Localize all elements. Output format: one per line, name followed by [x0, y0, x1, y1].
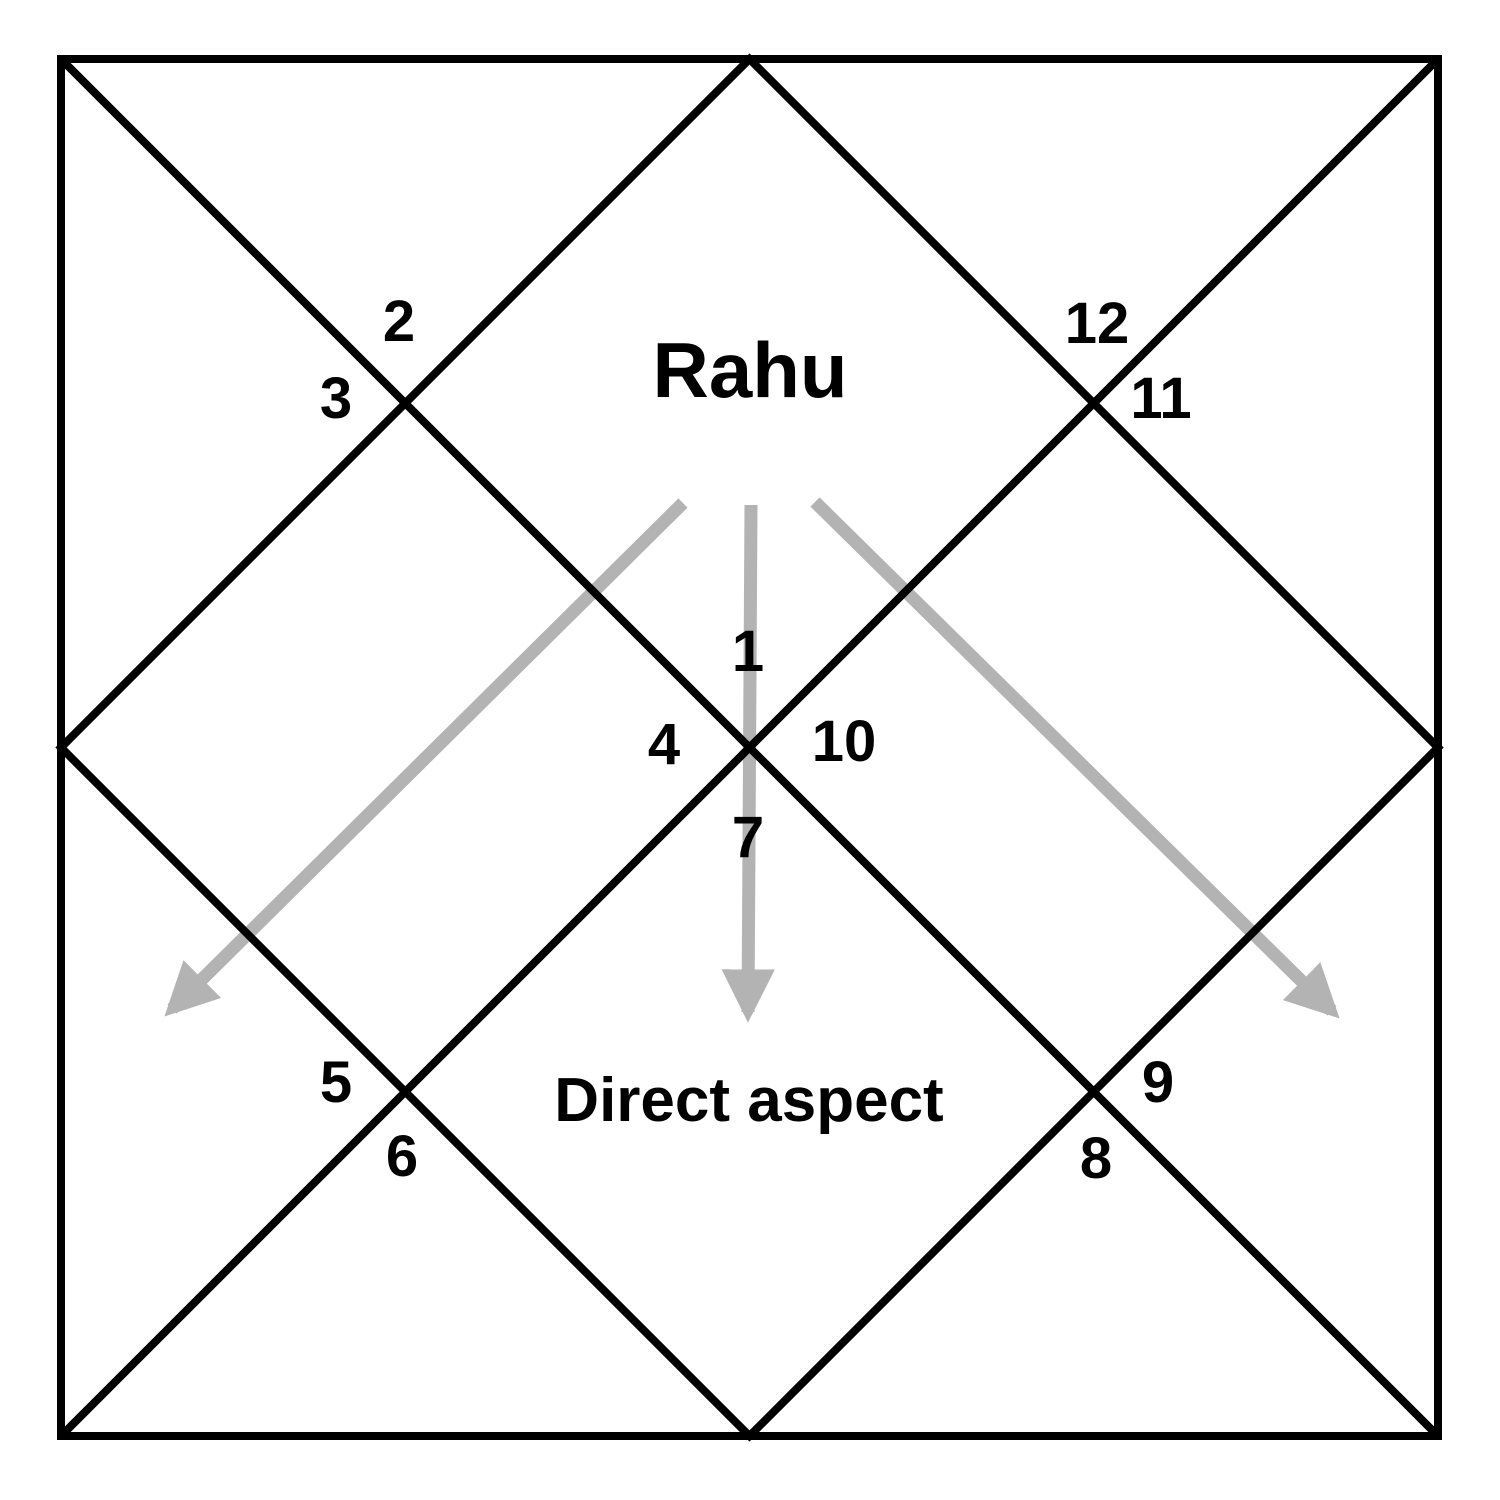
house-number-7: 7	[731, 805, 765, 870]
planet-label-rahu: Rahu	[652, 326, 848, 414]
house-number-3: 3	[319, 366, 353, 431]
house-number-8: 8	[1079, 1126, 1113, 1191]
aspect-arrow-right	[810, 497, 1340, 1019]
house-number-2: 2	[382, 289, 416, 354]
house-number-4: 4	[647, 712, 681, 777]
aspect-arrow-center	[721, 504, 775, 1023]
inner-diamond	[55, 53, 1444, 1442]
house-number-11: 11	[1130, 366, 1192, 431]
house-number-1: 1	[731, 619, 765, 684]
aspect-arrow-left	[164, 498, 688, 1017]
diagonal-tr-bl	[58, 56, 1441, 1439]
house-number-10: 10	[811, 709, 877, 774]
house-number-6: 6	[385, 1124, 419, 1189]
house-number-9: 9	[1141, 1050, 1175, 1115]
aspect-type-label: Direct aspect	[554, 1066, 944, 1135]
house-number-5: 5	[319, 1050, 353, 1115]
house-number-12: 12	[1064, 291, 1130, 356]
